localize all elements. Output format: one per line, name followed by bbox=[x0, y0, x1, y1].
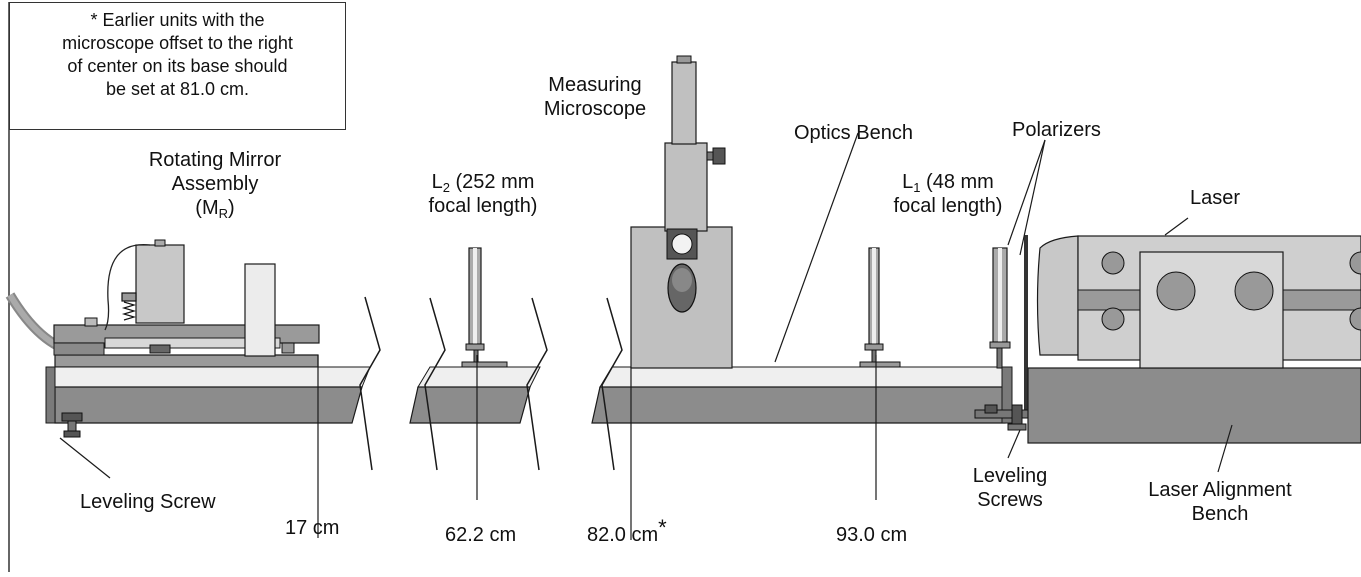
lens-l1 bbox=[860, 248, 900, 367]
label-laser-bench-line1: Laser Alignment bbox=[1120, 478, 1320, 502]
position-82-0cm: 82.0 cm* bbox=[587, 523, 667, 547]
label-l2-line1: L2 (252 mm bbox=[393, 170, 573, 194]
label-rotating-mirror-line3: (MR) bbox=[120, 196, 310, 220]
position-93-0cm: 93.0 cm bbox=[836, 523, 907, 547]
label-leveling-screws-line1: Leveling bbox=[960, 464, 1060, 488]
position-82-0cm-asterisk: * bbox=[658, 515, 667, 540]
offset-note-box: * Earlier units with the microscope offs… bbox=[9, 2, 346, 130]
label-polarizers: Polarizers bbox=[1012, 118, 1101, 142]
label-rotating-mirror-line2: Assembly bbox=[120, 172, 310, 196]
label-rotating-mirror-line1: Rotating Mirror bbox=[120, 148, 310, 172]
label-leveling-screw: Leveling Screw bbox=[80, 490, 216, 514]
note-line-4: be set at 81.0 cm. bbox=[10, 78, 345, 101]
label-laser: Laser bbox=[1190, 186, 1240, 210]
laser bbox=[1038, 236, 1361, 368]
optics-bench-left-segment bbox=[10, 295, 380, 470]
label-l1-line1: L1 (48 mm bbox=[868, 170, 1028, 194]
position-82-0cm-value: 82.0 cm bbox=[587, 524, 658, 546]
note-line-3: of center on its base should bbox=[10, 55, 345, 78]
label-l2-line2: focal length) bbox=[393, 194, 573, 218]
optics-bench-l2-segment bbox=[410, 248, 547, 470]
rotating-mirror-assembly bbox=[54, 240, 319, 356]
label-optics-bench: Optics Bench bbox=[794, 121, 913, 145]
label-laser-alignment-bench: Laser Alignment Bench bbox=[1120, 478, 1320, 526]
note-line-2: microscope offset to the right bbox=[10, 32, 345, 55]
label-laser-bench-line2: Bench bbox=[1120, 502, 1320, 526]
laser-alignment-bench bbox=[1028, 368, 1361, 443]
label-measuring-microscope: Measuring Microscope bbox=[520, 73, 670, 121]
label-rotating-mirror: Rotating Mirror Assembly (MR) bbox=[120, 148, 310, 220]
note-line-1: * Earlier units with the bbox=[10, 9, 345, 32]
label-lens-l1: L1 (48 mm focal length) bbox=[868, 170, 1028, 218]
label-microscope-line2: Microscope bbox=[520, 97, 670, 121]
label-lens-l2: L2 (252 mm focal length) bbox=[393, 170, 573, 218]
position-17cm: 17 cm bbox=[285, 516, 339, 540]
position-62-2cm: 62.2 cm bbox=[445, 523, 516, 547]
label-l1-line2: focal length) bbox=[868, 194, 1028, 218]
label-leveling-screws: Leveling Screws bbox=[960, 464, 1060, 512]
label-microscope-line1: Measuring bbox=[520, 73, 670, 97]
label-leveling-screws-line2: Screws bbox=[960, 488, 1060, 512]
